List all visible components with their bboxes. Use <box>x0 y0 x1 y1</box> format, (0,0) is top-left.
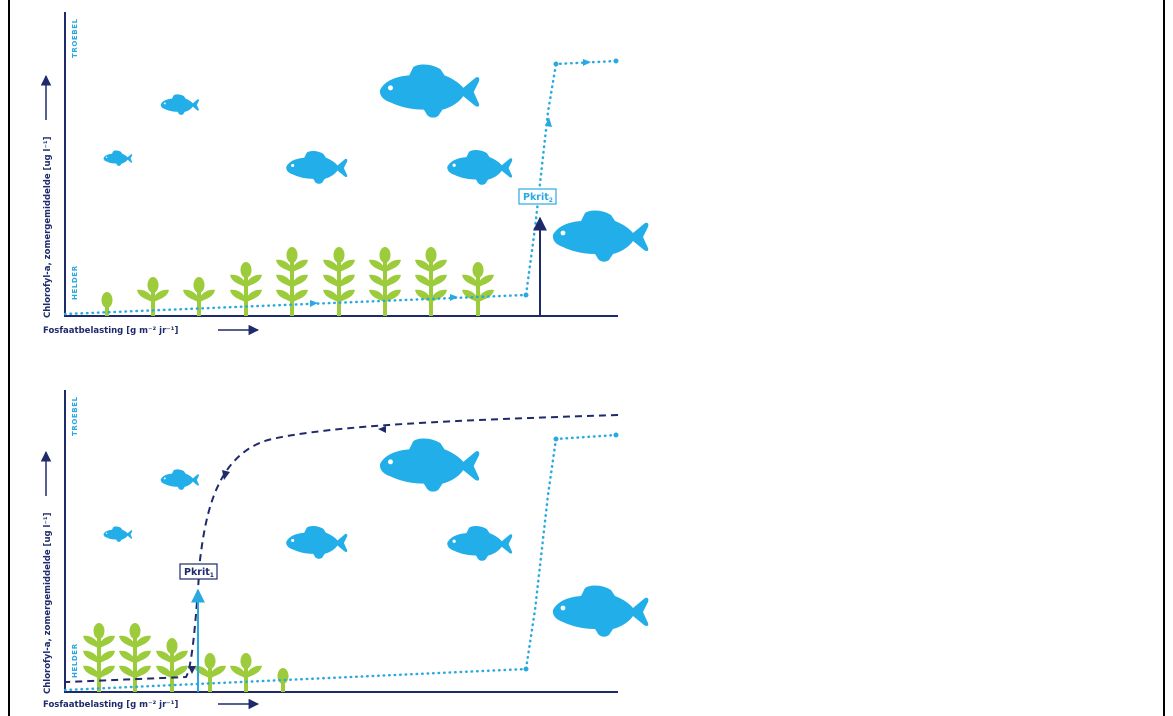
plant-icon <box>194 653 226 692</box>
plant-icon <box>83 623 115 692</box>
fish-icon <box>286 526 348 559</box>
plants-top <box>101 247 494 316</box>
top-path-arrowhead <box>310 300 318 307</box>
fish-icon <box>552 210 649 262</box>
fish-icon <box>103 526 133 542</box>
bottom-threshold-box <box>179 563 218 580</box>
fish-icon <box>552 585 649 637</box>
top-forward-path <box>63 59 618 316</box>
fish-icon <box>160 94 199 115</box>
bottom-threshold-label: Pkrit1 <box>184 567 214 579</box>
top-path-dot <box>553 61 559 67</box>
frame-left-border <box>8 0 10 716</box>
bottom-panel: Chlorofyl-a, zomergemiddelde [ug l⁻¹] Fo… <box>40 390 649 710</box>
bottom-x-axis-label: Fosfaatbelasting [g m⁻² jr⁻¹] <box>43 700 178 710</box>
plant-icon <box>137 277 169 316</box>
plant-icon <box>415 247 447 316</box>
top-path-arrowhead <box>545 117 552 127</box>
top-threshold-label: Pkrit2 <box>523 192 553 204</box>
top-troebel-label: TROEBEL <box>71 18 79 58</box>
top-path-dot <box>613 58 619 64</box>
plant-icon <box>462 262 494 316</box>
plant-icon <box>156 638 188 692</box>
fish-icon <box>379 64 480 118</box>
top-y-axis-label: Chlorofyl-a, zomergemiddelde [ug l⁻¹] <box>43 136 53 318</box>
bottom-forward-path <box>63 433 618 692</box>
bottom-return-arrowhead <box>188 666 196 674</box>
plant-icon <box>369 247 401 316</box>
top-threshold-box <box>518 188 557 205</box>
bottom-helder-label: HELDER <box>71 643 79 678</box>
plant-icon <box>276 247 308 316</box>
top-path-arrowhead <box>583 59 591 66</box>
bottom-path-dot <box>613 432 619 438</box>
plant-icon <box>101 292 113 316</box>
bottom-return-arrowhead <box>378 426 386 433</box>
plant-icon <box>183 277 215 316</box>
frame-right-border <box>1163 0 1165 716</box>
fish-icon <box>286 151 348 184</box>
plant-icon <box>119 623 151 692</box>
bottom-path-dot <box>523 666 529 672</box>
bottom-y-axis-label: Chlorofyl-a, zomergemiddelde [ug l⁻¹] <box>43 512 53 694</box>
top-path-dot <box>523 292 529 298</box>
plant-icon <box>230 653 262 692</box>
fish-icon <box>379 438 480 492</box>
top-panel: Chlorofyl-a, zomergemiddelde [ug l⁻¹] Fo… <box>40 12 649 336</box>
bottom-troebel-label: TROEBEL <box>71 396 79 436</box>
fish-icon <box>447 526 513 561</box>
plant-icon <box>230 262 262 316</box>
bottom-return-arrowhead <box>222 470 230 480</box>
plants-bottom <box>83 623 289 692</box>
fish-icon <box>103 150 133 166</box>
top-helder-label: HELDER <box>71 265 79 300</box>
top-path-arrowhead <box>450 294 458 301</box>
plant-icon <box>323 247 355 316</box>
bottom-return-path <box>65 414 619 683</box>
fish-icon <box>447 150 513 185</box>
bottom-path-dot <box>553 436 559 442</box>
fish-icon <box>160 469 199 490</box>
top-x-axis-label: Fosfaatbelasting [g m⁻² jr⁻¹] <box>43 326 178 336</box>
